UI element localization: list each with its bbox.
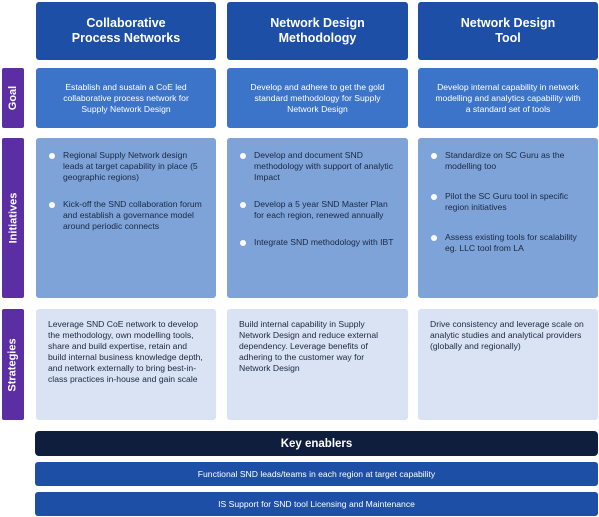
key-enabler-text: Functional SND leads/teams in each regio… [197,469,436,479]
key-enabler-text: IS Support for SND tool Licensing and Ma… [218,499,415,509]
key-enablers-title: Key enablers [280,437,353,450]
strategy-cell-network-design-tool: Drive consistency and leverage scale on … [418,309,598,420]
column-header-label: Network Design Tool [460,16,556,45]
goal-text: Establish and sustain a CoE led collabor… [63,81,189,114]
initiatives-list: Standardize on SC Guru as the modelling … [430,150,588,254]
row-label-text: Initiatives [7,192,19,244]
initiatives-cell-network-design-methodology: Develop and document SND methodology wit… [227,138,408,298]
initiative-item: Integrate SND methodology with IBT [239,237,398,248]
initiative-item: Regional Supply Network design leads at … [48,150,206,183]
initiative-item: Standardize on SC Guru as the modelling … [430,150,588,172]
strategy-text: Leverage SND CoE network to develop the … [48,319,203,384]
initiatives-cell-network-design-tool: Standardize on SC Guru as the modelling … [418,138,598,298]
strategy-text: Build internal capability in Supply Netw… [239,319,379,373]
goal-text: Develop internal capability in network m… [435,81,581,114]
initiatives-list: Develop and document SND methodology wit… [239,150,398,248]
row-label-text: Goal [7,85,20,111]
goal-text: Develop and adhere to get the gold stand… [250,81,385,114]
row-label-initiatives: Initiatives [2,138,24,298]
initiative-item: Develop and document SND methodology wit… [239,150,398,183]
goal-cell-network-design-methodology: Develop and adhere to get the gold stand… [227,68,408,128]
column-header-label: Network Design Methodology [270,16,365,45]
column-header-label: Collaborative Process Networks [71,16,181,45]
column-header-network-design-tool: Network Design Tool [418,2,598,60]
initiative-item: Kick-off the SND collaboration forum and… [48,199,206,232]
column-header-collaborative-process-networks: Collaborative Process Networks [36,2,216,60]
goal-cell-network-design-tool: Develop internal capability in network m… [418,68,598,128]
row-label-goal: Goal [2,68,24,128]
initiative-item: Develop a 5 year SND Master Plan for eac… [239,199,398,221]
key-enabler-item: Functional SND leads/teams in each regio… [35,462,598,486]
strategy-text: Drive consistency and leverage scale on … [430,319,584,351]
initiative-item: Assess existing tools for scalability eg… [430,232,588,254]
key-enablers-header: Key enablers [35,431,598,456]
goal-cell-collaborative-process-networks: Establish and sustain a CoE led collabor… [36,68,216,128]
initiative-item: Pilot the SC Guru tool in specific regio… [430,191,588,213]
key-enabler-item: IS Support for SND tool Licensing and Ma… [35,492,598,516]
initiatives-list: Regional Supply Network design leads at … [48,150,206,232]
column-header-network-design-methodology: Network Design Methodology [227,2,408,60]
initiatives-cell-collaborative-process-networks: Regional Supply Network design leads at … [36,138,216,298]
row-label-text: Strategies [7,337,20,392]
strategy-cell-network-design-methodology: Build internal capability in Supply Netw… [227,309,408,420]
strategy-cell-collaborative-process-networks: Leverage SND CoE network to develop the … [36,309,216,420]
row-label-strategies: Strategies [2,309,24,420]
